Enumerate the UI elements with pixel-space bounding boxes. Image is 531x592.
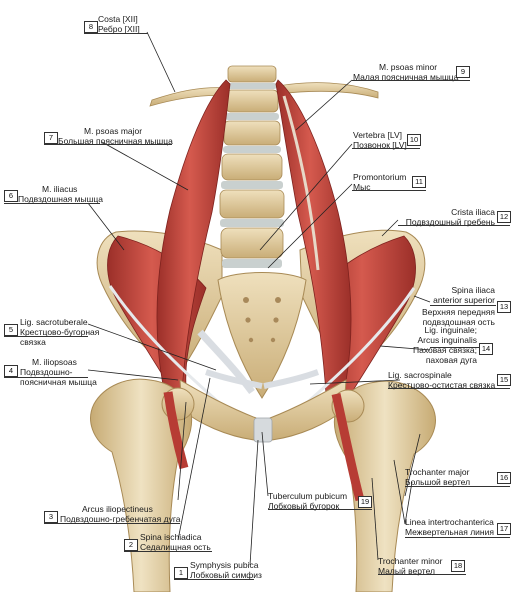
label-linea-intertrochanterica: Linea intertrochanterica Межвертельная л… [405,517,494,537]
label-symphysis-pubica-latin: Symphysis pubica [190,560,259,570]
label-number-14: 14 [479,343,493,355]
label-number-3: 3 [44,511,58,523]
label-number-15: 15 [497,374,511,386]
label-sacrospinale-russian: Крестцово-остистая связка [388,380,496,390]
label-number-8: 8 [84,21,98,33]
label-spina-ischiadica-russian: Седалищная ость [140,542,211,552]
label-sacrotuberale-russian-1: Крестцово-бугорная [20,327,100,337]
iliopsoas-tendon-left [163,391,189,470]
rib-right [277,82,379,99]
label-inguinale-russian-1: Паховая связка; [413,345,477,355]
label-sacrotuberale-russian-2: связка [20,337,46,347]
label-psoas-major-latin: M. psoas major [84,126,143,136]
label-inguinale-russian-2: паховая дуга [425,355,477,365]
label-number-17: 17 [497,523,511,535]
label-promontorium-latin: Promontorium [353,172,407,182]
label-inguinale-latin-2: Arcus inguinalis [417,335,477,345]
label-crista-iliaca-russian: Подвздошный гребень [405,217,495,227]
label-number-1: 1 [174,567,188,579]
label-spina-iliaca-latin-1: Spina iliaca [451,285,495,295]
label-iliopsoas: M. iliopsoas Подвздошно- поясничная мышц… [20,357,97,387]
label-number-7: 7 [44,132,58,144]
label-psoas-minor-latin: M. psoas minor [379,62,438,72]
label-linea-intertrochanterica-latin: Linea intertrochanterica [405,517,494,527]
label-costa-latin: Costa [XII] [98,14,138,24]
label-trochanter-minor-russian: Малый вертел [378,566,435,576]
rib-left [149,87,229,107]
psoas-minor-right [282,95,320,271]
label-trochanter-minor: Trochanter minor Малый вертел [378,556,442,576]
label-iliacus-latin: M. iliacus [42,184,78,194]
label-symphysis-pubica: Symphysis pubica Лобковый симфиз [190,560,262,580]
label-spina-iliaca: Spina iliaca anterior superior [410,285,495,305]
leader-lines [87,31,431,566]
label-spina-iliaca-russian-1: Верхняя передняя [422,307,495,317]
label-vertebra-latin: Vertebra [LV] [353,130,402,140]
iliopsoas-tendon-right [331,393,365,502]
label-number-9: 9 [456,66,470,78]
label-costa-russian: Ребро [XII] [98,24,140,34]
label-psoas-minor-russian: Малая поясничная мышца [353,72,459,82]
label-costa: Costa [XII] Ребро [XII] [98,14,140,34]
label-vertebra-russian: Позвонок [LV] [353,140,407,150]
label-number-16: 16 [497,472,511,484]
label-spina-ischiadica-latin: Spina ischiadica [140,532,202,542]
label-inguinale-latin-1: Lig. inguinale; [424,325,477,335]
label-spina-ischiadica: Spina ischiadica Седалищная ость [140,532,211,552]
sacrum [217,272,307,399]
label-arcus-iliopectineus-russian: Подвздошно-гребенчатая дуга [60,514,181,524]
label-spina-iliaca-latin-2: anterior superior [433,295,495,305]
label-iliacus: M. iliacus Подвздошная мышца [18,184,103,204]
label-trochanter-major-russian: Большой вертел [405,477,471,487]
sacral-foramina [243,297,281,343]
label-crista-iliaca: Crista iliaca Подвздошный гребень [390,207,495,227]
lumbar-spine [219,65,285,268]
label-vertebra: Vertebra [LV] Позвонок [LV] [353,130,407,150]
label-sacrotuberale: Lig. sacrotuberale Крестцово-бугорная св… [20,317,99,347]
label-tuberculum-pubicum-latin: Tuberculum pubicum [268,491,348,501]
label-promontorium-russian: Мыс [353,182,371,192]
label-iliopsoas-russian-2: поясничная мышца [20,377,97,387]
label-trochanter-major: Trochanter major Большой вертел [405,467,470,487]
label-inguinale: Lig. inguinale; Arcus inguinalis Паховая… [395,325,477,365]
label-linea-intertrochanterica-russian: Межвертельная линия [405,527,494,537]
label-arcus-iliopectineus: Arcus iliopectineus Подвздошно-гребенчат… [60,504,180,524]
label-number-10: 10 [407,134,421,146]
label-promontorium: Promontorium Мыс [353,172,406,192]
label-symphysis-pubica-russian: Лобковый симфиз [190,570,262,580]
label-iliopsoas-latin: M. iliopsoas [32,357,77,367]
label-iliacus-russian: Подвздошная мышца [18,194,103,204]
label-number-5: 5 [4,324,18,336]
label-spina-iliaca-russian-2: подвздошная ость [422,317,495,327]
label-tuberculum-pubicum-russian: Лобковый бугорок [268,501,340,511]
label-sacrospinale-latin: Lig. sacrospinale [388,370,452,380]
label-number-11: 11 [412,176,426,188]
label-arcus-iliopectineus-latin: Arcus iliopectineus [82,504,153,514]
label-sacrospinale: Lig. sacrospinale Крестцово-остистая свя… [388,370,495,390]
label-number-13: 13 [497,301,511,313]
label-psoas-minor: M. psoas minor Малая поясничная мышца [353,62,458,82]
sacrospinous-ligaments [205,369,320,389]
label-trochanter-major-latin: Trochanter major [405,467,470,477]
label-number-18: 18 [451,560,465,572]
label-number-12: 12 [497,211,511,223]
label-sacrotuberale-latin: Lig. sacrotuberale [20,317,88,327]
label-iliopsoas-russian-1: Подвздошно- [20,367,73,377]
label-spina-iliaca-ru: Верхняя передняя подвздошная ость [410,307,495,327]
label-number-2: 2 [124,539,138,551]
label-trochanter-minor-latin: Trochanter minor [378,556,443,566]
label-number-19: 19 [358,496,372,508]
label-psoas-major: M. psoas major Большая поясничная мышца [58,126,173,146]
label-number-4: 4 [4,365,18,377]
label-psoas-major-russian: Большая поясничная мышца [58,136,173,146]
label-tuberculum-pubicum: Tuberculum pubicum Лобковый бугорок [268,491,347,511]
label-number-6: 6 [4,190,18,202]
label-crista-iliaca-latin: Crista iliaca [451,207,495,217]
